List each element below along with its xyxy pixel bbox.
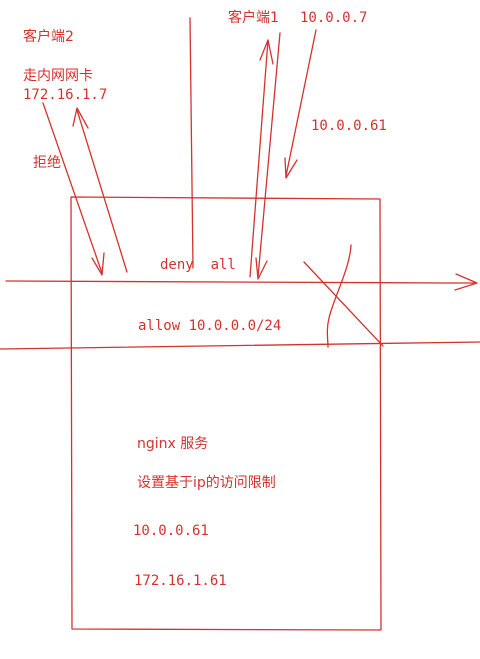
allow-rule: allow 10.0.0.0/24 xyxy=(138,318,282,334)
server-ip-internal: 172.16.1.61 xyxy=(134,573,227,589)
internal-nic-label: 走内网网卡 xyxy=(23,68,93,84)
server-box xyxy=(70,196,382,631)
extra-client-ip: 10.0.0.61 xyxy=(311,118,387,134)
client1-arrowhead-down xyxy=(255,257,268,280)
client2-arrow-up xyxy=(76,109,128,273)
extra-client-arrow xyxy=(285,29,317,177)
deny-rule: deny all xyxy=(160,257,236,273)
rejected-label: 拒绝 xyxy=(33,155,61,171)
x-mark-stroke-1 xyxy=(303,261,384,347)
extra-client-arrowhead xyxy=(284,157,298,179)
client2-label: 客户端2 xyxy=(23,29,74,45)
deny-line-arrowhead xyxy=(454,273,478,291)
x-mark-stroke-2 xyxy=(326,244,352,348)
client1-arrow-down xyxy=(257,32,281,278)
client1-label: 客户端1 xyxy=(228,10,279,26)
ip-access-limit-label: 设置基于ip的访问限制 xyxy=(137,475,276,491)
client2-arrow-down xyxy=(42,102,103,274)
client2-ip: 172.16.1.7 xyxy=(23,87,108,103)
server-ip-external: 10.0.0.61 xyxy=(133,523,209,539)
deny-line xyxy=(5,280,477,284)
client1-arrow-up xyxy=(249,39,269,278)
client2-arrowhead-up xyxy=(72,107,89,129)
allow-line xyxy=(0,341,480,350)
vertical-line xyxy=(189,17,194,269)
nginx-service-label: nginx 服务 xyxy=(137,436,209,452)
client1-arrowhead-up xyxy=(259,39,274,65)
client2-arrowhead xyxy=(91,252,105,276)
client1-ip: 10.0.0.7 xyxy=(300,10,368,26)
